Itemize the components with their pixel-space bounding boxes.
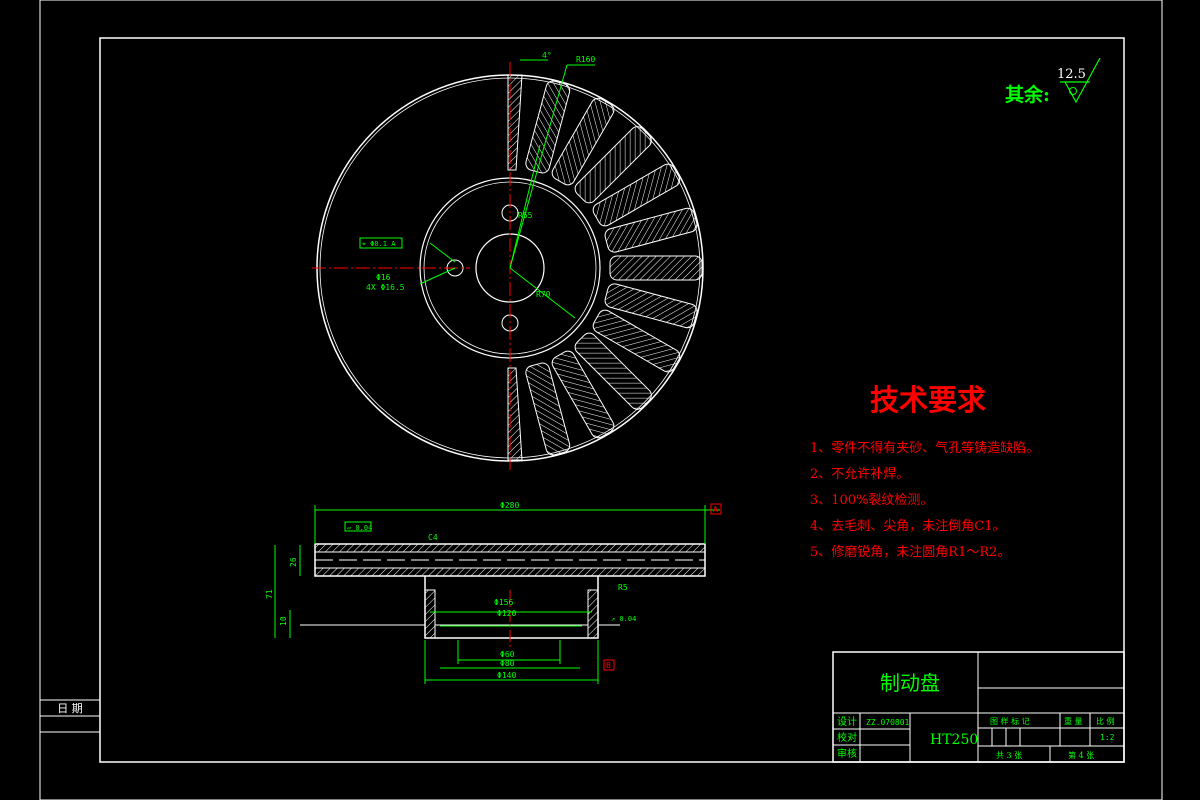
runout-frame: ↗ 0.04: [611, 615, 636, 623]
chamfer-c4: C4: [428, 533, 438, 542]
svg-text:▱ 0.04: ▱ 0.04: [347, 524, 372, 532]
roughness-symbol: [1060, 57, 1101, 104]
hole-pattern: 4X Φ16.5: [366, 283, 405, 292]
row-label-design: 设计: [837, 715, 857, 728]
radius-dimension-r70: R70: [536, 290, 551, 299]
flange-dimension: 10: [279, 616, 288, 626]
vent-slots: [525, 80, 703, 456]
thickness-dimension: 26: [289, 557, 298, 567]
requirement-item: 2、不允许补焊。: [810, 466, 909, 482]
scale-value: 1:2: [1100, 733, 1115, 742]
diameter-140: Φ140: [497, 671, 516, 680]
title-block: [832, 651, 1125, 763]
svg-text:⌖ Φ0.1 A: ⌖ Φ0.1 A: [362, 240, 396, 248]
row-label-review: 审核: [837, 747, 857, 760]
front-view: 4° R160 R55 R70 Φ16 4X Φ16.5 ⌖ Φ0.1 A: [312, 51, 704, 470]
part-name: 制动盘: [880, 671, 940, 695]
hub-hat: [424, 576, 599, 639]
svg-text:A: A: [713, 505, 718, 514]
diameter-120: Φ120: [497, 609, 516, 618]
requirement-item: 3、100%裂纹检测。: [810, 493, 933, 508]
date-label: 日 期: [57, 702, 83, 715]
flatness-frame: [344, 521, 372, 532]
diameter-80: Φ80: [500, 659, 515, 668]
radius-r5: R5: [618, 583, 628, 592]
requirement-item: 5、修磨锐角，未注圆角R1～R2。: [810, 545, 1010, 560]
surface-finish-label: 其余:: [1005, 83, 1050, 106]
overall-diameter: Φ280: [500, 501, 519, 510]
datum-a: [710, 503, 722, 515]
height-dimension: 71: [265, 589, 274, 599]
svg-text:B: B: [606, 661, 611, 670]
section-view: Φ280 ▱ 0.04 C4 A B 71 26 10 R5 Φ156 Φ120…: [265, 501, 722, 684]
section-strip-top: [507, 74, 523, 171]
sheet-total: 共 3 张: [996, 751, 1022, 760]
diameter-60: Φ60: [500, 650, 515, 659]
requirements-title: 技术要求: [870, 383, 986, 417]
sheet-number: 第 4 张: [1068, 750, 1094, 760]
surface-finish-value: 12.5: [1057, 67, 1086, 82]
requirement-item: 4、去毛刺、尖角，未注倒角C1。: [810, 519, 1006, 534]
radius-dimension-r55: R55: [518, 211, 533, 220]
inner-frame: [99, 37, 1125, 763]
header-drawing-mark: 图 样 标 记: [990, 716, 1030, 726]
radius-dimension-r160: R160: [576, 55, 595, 64]
outer-frame: [39, 0, 1163, 800]
row-label-check: 校对: [837, 731, 857, 744]
header-scale: 比 例: [1096, 716, 1115, 726]
section-strip-bottom: [507, 367, 523, 461]
left-strip: 日 期: [39, 699, 101, 733]
angle-dimension: 4°: [542, 51, 552, 60]
diameter-156: Φ156: [494, 598, 513, 607]
technical-requirements: 技术要求 1、零件不得有夹砂、气孔等铸造缺陷。 2、不允许补焊。 3、100%裂…: [810, 383, 1039, 560]
hole-diameter: Φ16: [376, 273, 391, 282]
material: HT250: [930, 732, 978, 748]
requirement-item: 1、零件不得有夹砂、气孔等铸造缺陷。: [810, 440, 1039, 456]
datum-b: [603, 659, 615, 671]
header-weight: 重 量: [1064, 716, 1083, 726]
position-tolerance-frame: [359, 237, 403, 249]
designer-code: ZZ.070801: [866, 718, 910, 727]
surface-finish: 其余: 12.5: [1005, 57, 1101, 106]
